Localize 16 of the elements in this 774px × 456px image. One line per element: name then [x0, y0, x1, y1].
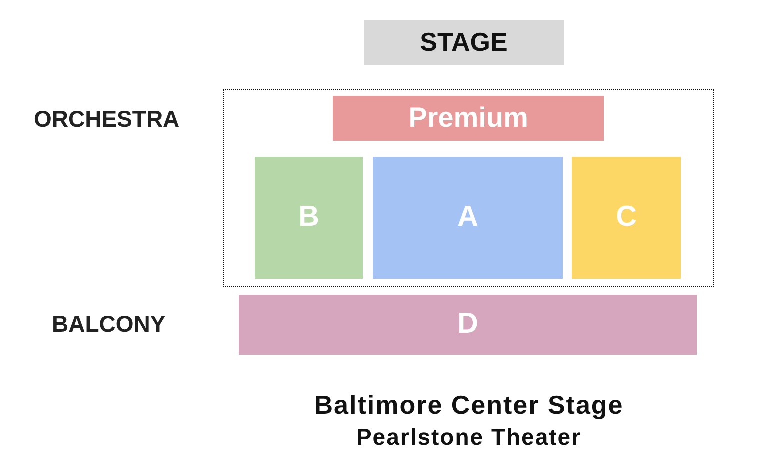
section-label: D — [458, 309, 478, 341]
area-label: ORCHESTRA — [34, 107, 180, 132]
seating-section — [572, 157, 681, 279]
seating-section — [373, 157, 563, 279]
seating-section — [333, 96, 604, 141]
venue-title: Baltimore Center Stage — [314, 391, 624, 420]
stage-block — [364, 20, 564, 65]
stage-label: STAGE — [420, 28, 508, 57]
section-label: B — [298, 202, 320, 234]
section-label: Premium — [408, 103, 528, 134]
section-label: C — [616, 202, 637, 234]
area-label: BALCONY — [52, 312, 166, 338]
seating-section — [239, 295, 697, 355]
venue-subtitle: Pearlstone Theater — [356, 425, 582, 450]
section-label: A — [458, 202, 478, 234]
seating-section — [255, 157, 363, 279]
